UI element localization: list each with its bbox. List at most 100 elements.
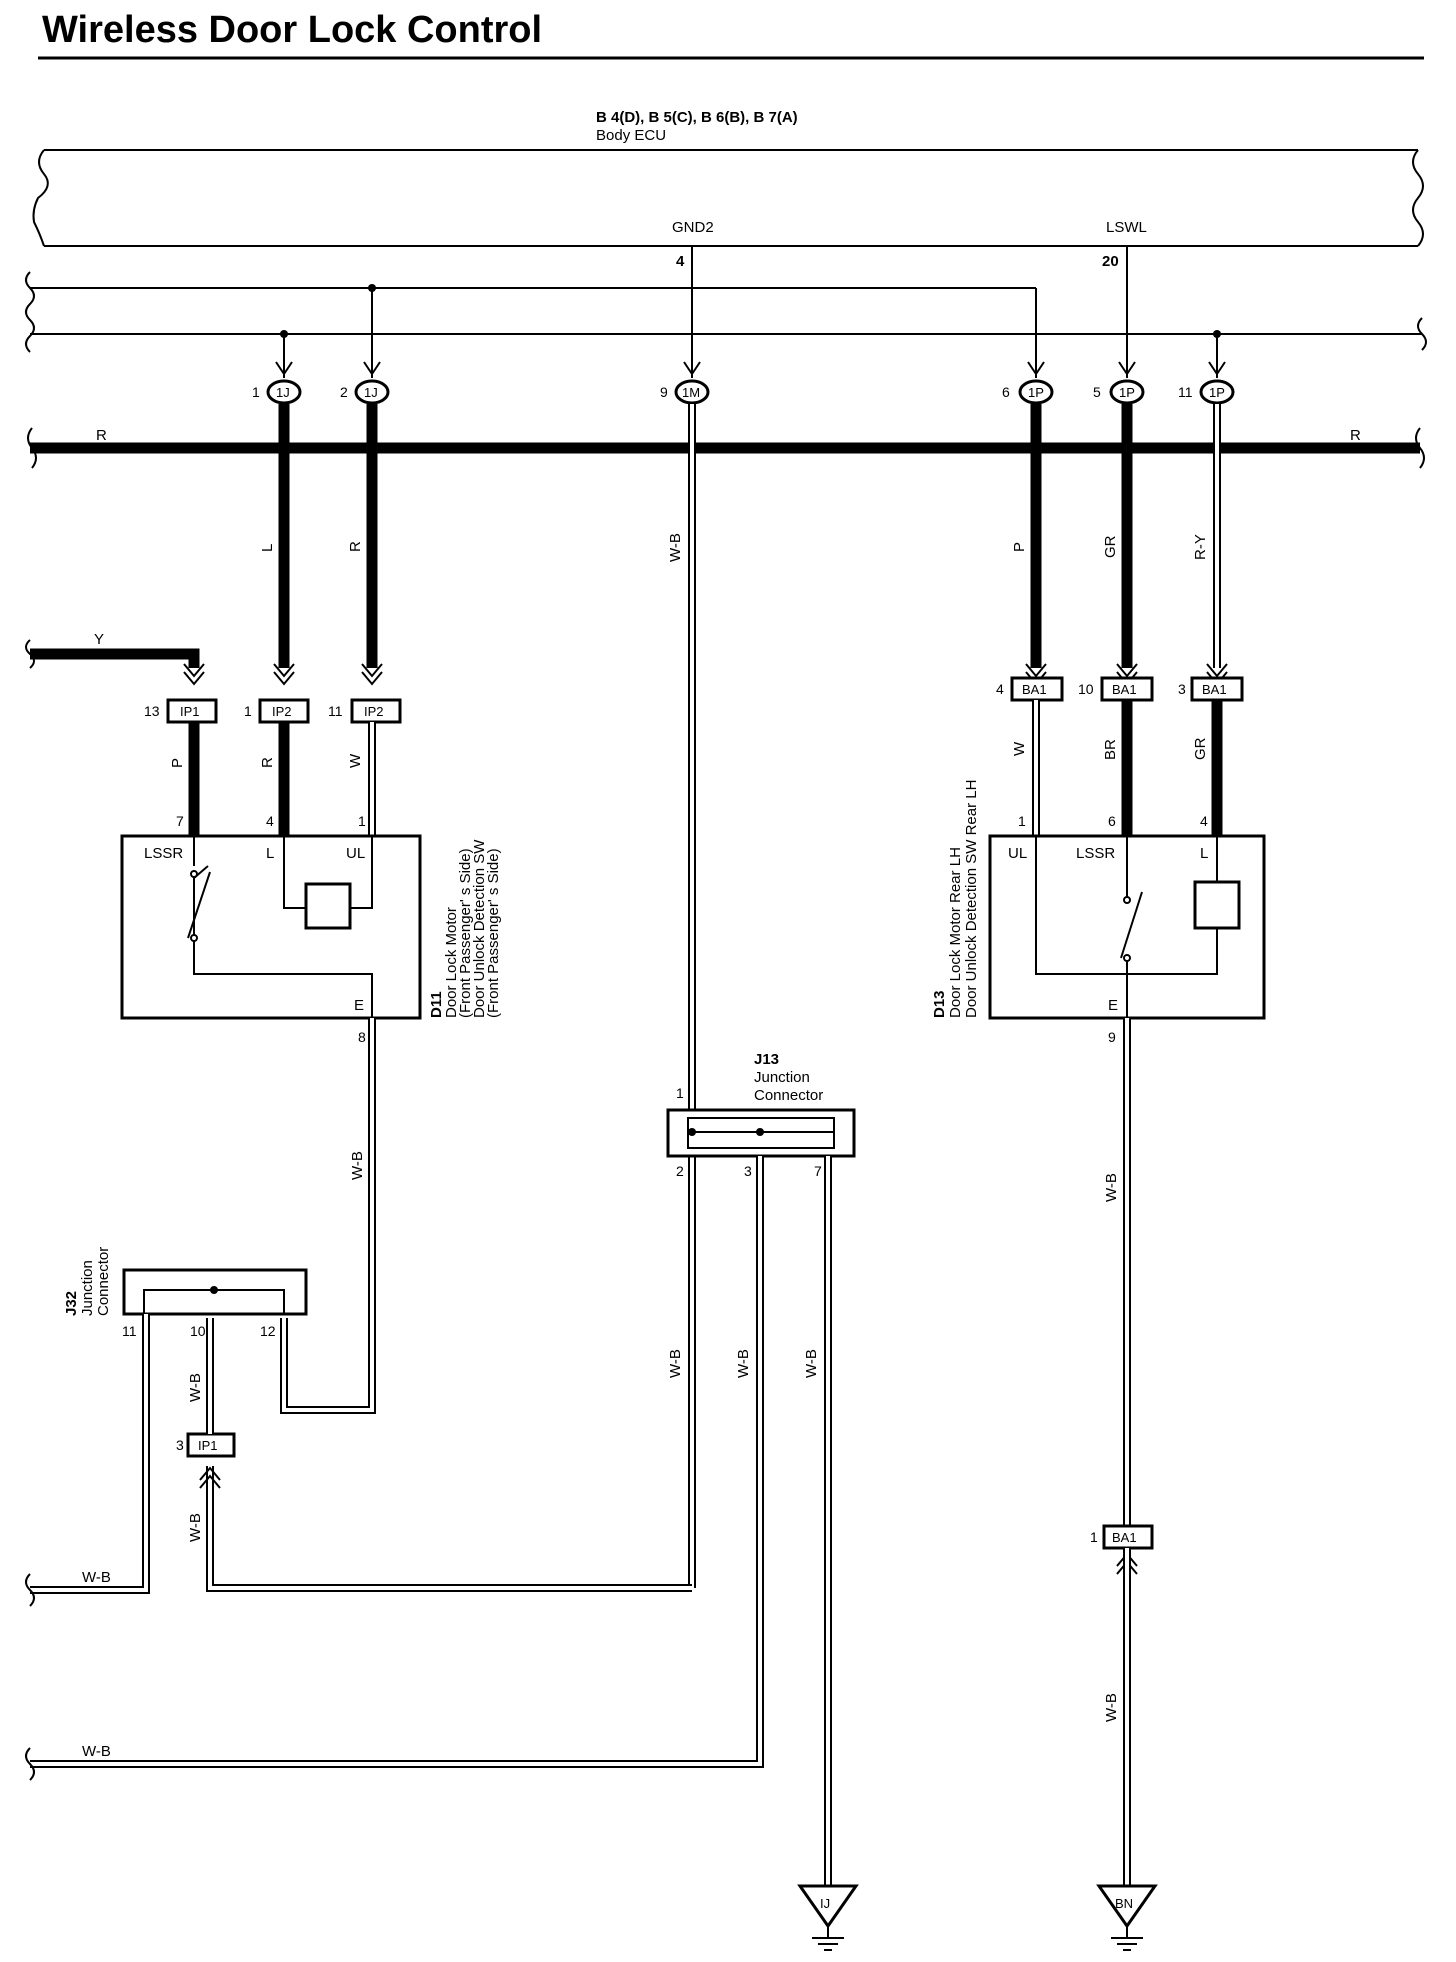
svg-text:1: 1 xyxy=(676,1085,684,1101)
center-return: W-B IP1 3 W-B xyxy=(176,1318,692,1592)
svg-text:8: 8 xyxy=(358,1029,366,1045)
ecu-left-break xyxy=(32,149,49,247)
svg-text:L: L xyxy=(266,845,274,862)
svg-text:BR: BR xyxy=(1102,739,1119,760)
r-bus-right-break xyxy=(1415,427,1425,469)
jb-pin-label: 9 xyxy=(660,384,668,400)
svg-text:BA1: BA1 xyxy=(1202,682,1227,697)
jb-marker: 1J 2 xyxy=(340,361,390,405)
left-break xyxy=(25,1573,35,1607)
svg-text:11: 11 xyxy=(122,1323,137,1339)
junction-block-markers: 1J 1 1J 2 1M 9 1P 6 1P 5 xyxy=(252,361,1235,405)
svg-text:Junction: Junction xyxy=(79,1260,96,1316)
jb-pin-label: 5 xyxy=(1093,384,1101,400)
ground-icon xyxy=(1096,1884,1158,1929)
svg-text:4: 4 xyxy=(996,681,1004,697)
svg-text:1: 1 xyxy=(358,813,366,829)
svg-text:GR: GR xyxy=(1192,737,1209,760)
jb-marker: 1P 6 xyxy=(1002,361,1054,405)
svg-text:(Front Passenger' s Side): (Front Passenger' s Side) xyxy=(457,848,474,1018)
jb-marker: 1J 1 xyxy=(252,361,302,405)
svg-text:11: 11 xyxy=(328,703,343,719)
jb-marker: 1P 11 xyxy=(1178,361,1235,405)
svg-text:1: 1 xyxy=(244,703,252,719)
arrow-down-icon xyxy=(273,663,295,686)
svg-text:W-B: W-B xyxy=(1103,1173,1120,1202)
svg-text:J32: J32 xyxy=(63,1291,80,1316)
jb-conn-label: 1P xyxy=(1028,385,1044,400)
svg-text:3: 3 xyxy=(176,1437,184,1453)
page-title: Wireless Door Lock Control xyxy=(42,9,542,51)
d13-ground-wire: 9 W-B BA1 1 W-B xyxy=(1090,1018,1154,1886)
d13-switch-wiring xyxy=(1035,836,1128,1018)
wire-label: R-Y xyxy=(1192,534,1209,560)
jb-marker: 1P 5 xyxy=(1093,361,1145,405)
svg-text:W-B: W-B xyxy=(82,1743,111,1760)
jb-pin-label: 2 xyxy=(340,384,348,400)
y-wire-break xyxy=(25,639,35,669)
svg-text:4: 4 xyxy=(1200,813,1208,829)
ecu-name: Body ECU xyxy=(596,127,666,144)
junction-j13: J13 Junction Connector 1 2 3 7 W-B W-B W… xyxy=(25,1051,856,1886)
svg-text:BA1: BA1 xyxy=(1112,1530,1137,1545)
wire-y xyxy=(30,648,200,668)
d11-ground-wire: 8 W-B xyxy=(280,1018,376,1414)
svg-text:LSSR: LSSR xyxy=(1076,845,1115,862)
wires-upper: L R W-B P GR R-Y xyxy=(259,404,1228,1588)
arrow-down-icon xyxy=(361,663,383,686)
d13-motor-leads xyxy=(1127,836,1218,975)
svg-text:Door Lock Motor Rear LH: Door Lock Motor Rear LH xyxy=(947,847,964,1018)
svg-text:IP2: IP2 xyxy=(364,704,384,719)
svg-text:10: 10 xyxy=(190,1323,206,1339)
svg-text:Door Unlock Detection SW Rear: Door Unlock Detection SW Rear LH xyxy=(963,780,980,1018)
d11-box xyxy=(120,834,422,1020)
svg-text:13: 13 xyxy=(144,703,160,719)
svg-text:E: E xyxy=(354,997,364,1014)
jb-conn-label: 1P xyxy=(1209,385,1225,400)
jb-conn-label: 1J xyxy=(364,385,378,400)
wire-label: P xyxy=(1011,542,1028,552)
connector-row: IP1 13 IP2 1 IP2 11 BA1 4 BA1 10 BA1 3 xyxy=(144,676,1244,724)
ecu-right-break xyxy=(1412,149,1424,247)
svg-text:W-B: W-B xyxy=(82,1569,111,1586)
jb-pin-label: 1 xyxy=(252,384,260,400)
bus-drops xyxy=(283,246,1218,378)
svg-text:E: E xyxy=(1108,997,1118,1014)
svg-text:Connector: Connector xyxy=(95,1247,112,1316)
svg-text:BA1: BA1 xyxy=(1022,682,1047,697)
ecu-terminal-gnd2: GND2 xyxy=(672,219,714,236)
r-bus-left-break xyxy=(27,427,37,469)
ground-ij: IJ xyxy=(797,1884,859,1951)
arrow-down-icon xyxy=(183,663,205,686)
svg-text:P: P xyxy=(169,758,186,768)
ground-bn: BN xyxy=(1096,1884,1158,1951)
r-bus-label-left: R xyxy=(96,427,107,444)
svg-text:1: 1 xyxy=(1018,813,1026,829)
svg-text:L: L xyxy=(1200,845,1208,862)
svg-text:UL: UL xyxy=(1008,845,1027,862)
bus-right-break xyxy=(1417,317,1427,351)
svg-text:D11: D11 xyxy=(428,991,445,1018)
d11-motor-leads xyxy=(283,836,373,909)
svg-text:1: 1 xyxy=(1090,1529,1098,1545)
signal-bus xyxy=(25,246,1427,378)
svg-text:UL: UL xyxy=(346,845,365,862)
svg-text:Junction: Junction xyxy=(754,1069,810,1086)
d11-switch-blade xyxy=(187,871,211,939)
svg-text:R: R xyxy=(259,757,276,768)
svg-text:BA1: BA1 xyxy=(1112,682,1137,697)
svg-text:6: 6 xyxy=(1108,813,1116,829)
svg-text:W-B: W-B xyxy=(667,1349,684,1378)
jb-conn-label: 1M xyxy=(682,385,700,400)
svg-text:W-B: W-B xyxy=(349,1151,366,1180)
jb-marker: 1M 9 xyxy=(660,361,710,405)
jb-pin-label: 6 xyxy=(1002,384,1010,400)
component-d11: 7 4 1 LSSR L UL E D11 Door Lock Motor (F… xyxy=(120,813,502,1020)
jb-pin-label: 11 xyxy=(1178,384,1193,400)
svg-text:W-B: W-B xyxy=(187,1373,204,1402)
svg-text:J13: J13 xyxy=(754,1051,779,1068)
svg-text:BN: BN xyxy=(1115,1896,1133,1911)
left-break xyxy=(25,1747,35,1781)
svg-text:D13: D13 xyxy=(931,990,948,1018)
arrow-up-icon xyxy=(199,1466,221,1489)
